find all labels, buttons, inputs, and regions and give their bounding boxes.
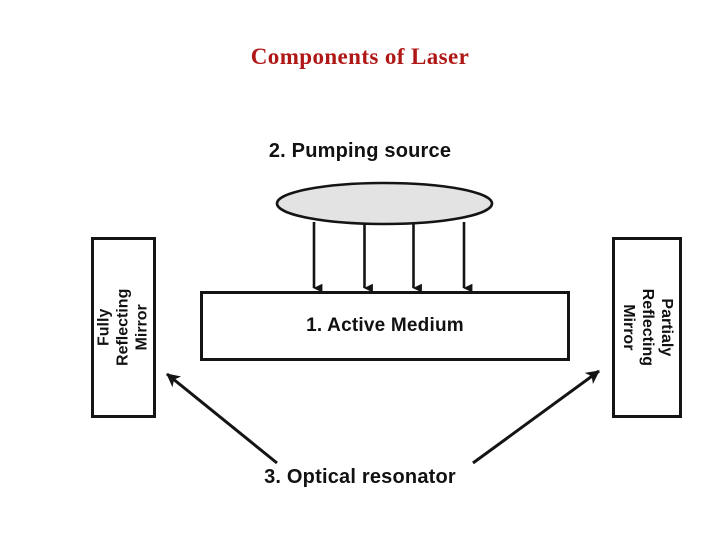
page-title: Components of Laser [250,44,470,69]
resonator-arrow-left [166,372,278,465]
fully-reflecting-mirror-label: Fully Reflecting Mirror [95,288,150,367]
pumping-source-label: 2. Pumping source [268,140,452,162]
partially-reflecting-mirror-box: Partialy Reflecting Mirror [612,237,682,418]
pumping-source-ellipse [275,181,494,226]
resonator-arrow-group [166,369,600,465]
active-medium-label: 1. Active Medium [306,315,464,336]
resonator-arrow-right [472,369,600,465]
pump-arrow-group [312,222,473,293]
partially-reflecting-mirror-label: Partialy Reflecting Mirror [620,288,676,367]
optical-resonator-label: 3. Optical resonator [264,466,456,488]
active-medium-box: 1. Active Medium [200,291,570,361]
fully-reflecting-mirror-box: Fully Reflecting Mirror [91,237,156,418]
